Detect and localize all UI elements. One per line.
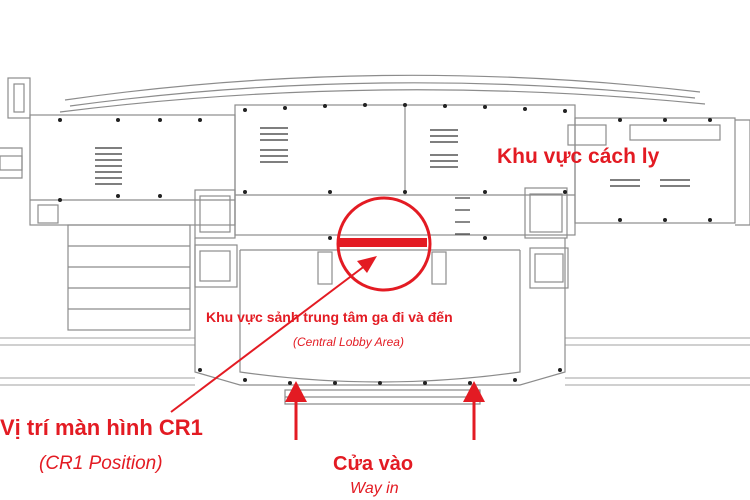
road-lines xyxy=(0,337,750,386)
cr1-screen-marker xyxy=(339,238,427,247)
quarantine-area-label: Khu vực cách ly xyxy=(497,145,660,168)
seating-blocks xyxy=(95,127,690,235)
cr1-pointer-line xyxy=(170,264,367,413)
lobby-label-en: (Central Lobby Area) xyxy=(293,335,404,349)
entrance-arrow-left-head xyxy=(285,381,307,402)
structural-columns xyxy=(58,103,712,385)
cr1-position-label-en: (CR1 Position) xyxy=(39,453,163,474)
entrance-label-en: Way in xyxy=(350,480,399,497)
cr1-position-label-vi: Vị trí màn hình CR1 xyxy=(0,415,203,440)
cr1-highlight-circle xyxy=(336,196,432,292)
lobby-label-vi: Khu vực sảnh trung tâm ga đi và đến xyxy=(206,309,453,325)
entrance-arrow-right-head xyxy=(463,381,485,402)
entrance-label-vi: Cửa vào xyxy=(333,453,414,475)
cr1-pointer-arrowhead xyxy=(357,256,377,273)
